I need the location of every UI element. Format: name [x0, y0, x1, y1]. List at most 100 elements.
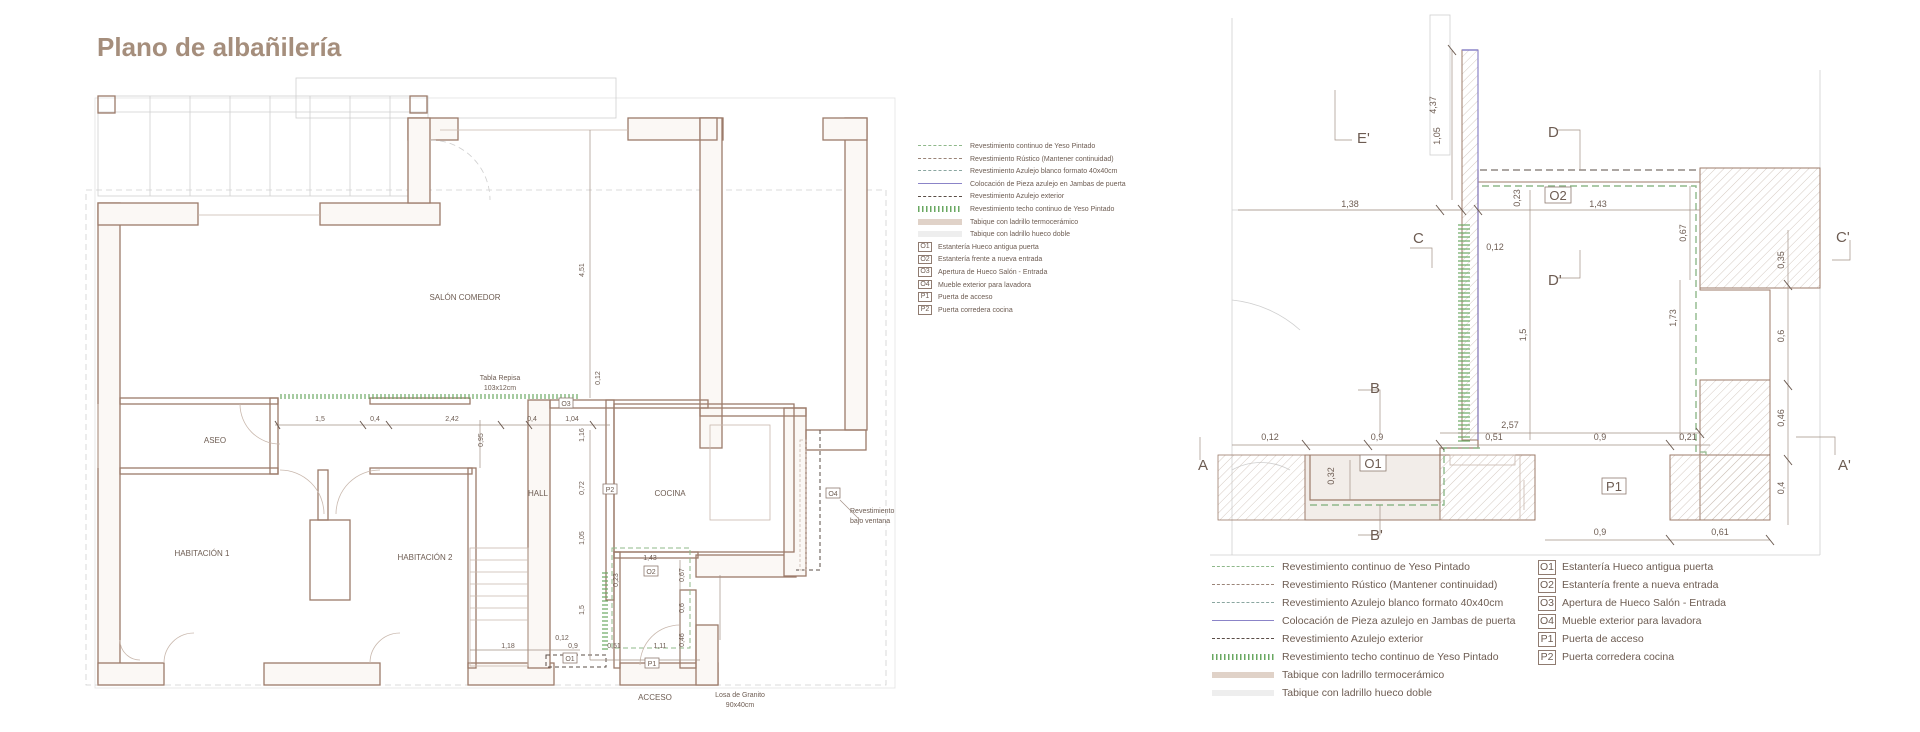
detail-dim: 0,23	[1512, 189, 1522, 207]
legend-row: Tabique con ladrillo termocerámico	[918, 217, 1158, 230]
legend-label: Revestimiento continuo de Yeso Pintado	[970, 143, 1096, 150]
dim-label: 1,5	[579, 605, 586, 615]
legend-label: Tabique con ladrillo termocerámico	[1282, 669, 1445, 681]
room-label-acceso: ACCESO	[638, 693, 672, 702]
section-label-e2: E'	[1357, 130, 1370, 147]
detail-dim: 1,5	[1518, 329, 1528, 342]
section-label-d2: D'	[1548, 272, 1562, 289]
detail-dim: 0,9	[1594, 432, 1607, 442]
detail-dim: 0,32	[1326, 467, 1336, 485]
dim-label: 0,67	[679, 568, 686, 582]
legend-label: Revestimiento Azulejo exterior	[1282, 633, 1424, 645]
legend-row: Revestimiento Azulejo blanco formato 40x…	[918, 166, 1158, 179]
svg-text:P1: P1	[648, 661, 657, 668]
legend-row: Colocación de Pieza azulejo en Jambas de…	[918, 179, 1158, 192]
legend-row: Revestimiento Azulejo exterior	[918, 191, 1158, 204]
legend-swatch	[1212, 584, 1274, 586]
detail-dim: 0,12	[1486, 242, 1504, 252]
legend-swatch	[918, 145, 962, 147]
legend-code-box: O3	[918, 267, 932, 277]
detail-tag-p1: P1	[1601, 477, 1627, 495]
detail-dim: 0,6	[1776, 330, 1786, 343]
dim-label: 0,23	[613, 573, 620, 587]
legend-swatch	[918, 157, 962, 160]
detail-plan: E' C D D' C' B B' A A' O2 O1 P1 4,37 1,0…	[1198, 14, 1851, 556]
dim-label: 0,12	[595, 371, 602, 385]
legend-code-box: P1	[1538, 631, 1556, 647]
legend-swatch	[1212, 566, 1274, 568]
detail-dim: 0,67	[1678, 224, 1688, 242]
svg-text:O2: O2	[1549, 188, 1566, 203]
detail-dim: 4,37	[1428, 96, 1438, 114]
legend-code-label: Puerta de acceso	[938, 294, 993, 302]
detail-tag-o2: O2	[1544, 186, 1572, 204]
detail-dim: 1,73	[1668, 309, 1678, 327]
legend-swatch	[918, 195, 962, 198]
dim-label: 0,6	[679, 603, 686, 613]
detail-dim: 0,12	[1261, 432, 1279, 442]
legend-row: Tabique con ladrillo hueco doble	[918, 229, 1158, 242]
detail-dim: 1,38	[1341, 199, 1359, 209]
svg-text:O1: O1	[565, 656, 574, 663]
legend-swatch	[1212, 654, 1274, 661]
dim-label: 1,16	[579, 428, 586, 442]
legend-code-label: Mueble exterior para lavadora	[1562, 615, 1702, 627]
section-label-b: B	[1370, 380, 1380, 397]
legend-code-box: O1	[1538, 559, 1556, 575]
legend-code-box: O4	[918, 279, 932, 290]
legend-row: Colocación de Pieza azulejo en Jambas de…	[1212, 612, 1542, 630]
tag-o1: O1	[562, 652, 578, 664]
tag-p1: P1	[644, 657, 660, 669]
detail-dim: 1,43	[1589, 199, 1607, 209]
dim-label: 4,51	[579, 263, 586, 277]
legend-row: Revestimiento continuo de Yeso Pintado	[1212, 558, 1542, 576]
detail-dim: 0,4	[1776, 482, 1786, 495]
legend-row: Tabique con ladrillo hueco doble	[1212, 684, 1542, 702]
dim-label: 0,4	[370, 416, 380, 423]
legend-code-label: Puerta corredera cocina	[1562, 651, 1675, 663]
legend-row: Tabique con ladrillo termocerámico	[1212, 666, 1542, 684]
dim-label: 0,72	[579, 481, 586, 495]
legend-label: Revestimiento Azulejo blanco formato 40x…	[1282, 597, 1504, 609]
detail-dim: 1,05	[1432, 127, 1442, 145]
legend-label: Tabique con ladrillo hueco doble	[970, 231, 1071, 239]
legend-row: Revestimiento continuo de Yeso Pintado	[918, 141, 1158, 154]
legend-code-label: Estantería Hueco antigua puerta	[1562, 561, 1714, 573]
detail-dim: 0,61	[1711, 527, 1729, 537]
section-label-a: A	[1198, 457, 1208, 474]
legend-swatch	[918, 218, 962, 225]
svg-text:P1: P1	[1606, 479, 1622, 494]
svg-text:P2: P2	[606, 487, 615, 494]
detail-tag-o1: O1	[1359, 454, 1387, 472]
dim-label: 1,5	[315, 416, 325, 423]
dim-label: 0,12	[555, 635, 569, 642]
legend-code-box: O2	[918, 254, 932, 265]
note-losa: Losa de Granito	[715, 692, 765, 699]
detail-dim: 0,21	[1679, 432, 1697, 442]
legend-code-box: P2	[1538, 649, 1556, 665]
section-label-d: D	[1548, 124, 1559, 141]
note-bajo-ventana: bajo ventana	[850, 518, 890, 525]
section-label-b2: B'	[1370, 527, 1383, 544]
dim-label: 0,46	[679, 633, 686, 647]
room-label-hab2: HABITACIÓN 2	[398, 553, 454, 562]
dim-label: 0,95	[478, 433, 485, 447]
dim-label: 0,4	[527, 416, 537, 423]
dim-label: 1,04	[565, 416, 579, 423]
detail-dim: 0,35	[1776, 251, 1786, 269]
legend-label: Revestimiento Azulejo exterior	[970, 193, 1065, 201]
dim-label: 1,43	[643, 555, 657, 562]
legend-label: Tabique con ladrillo termocerámico	[970, 218, 1079, 226]
svg-text:O2: O2	[646, 569, 655, 576]
note-losa-size: 90x40cm	[726, 702, 755, 709]
dim-label: 0,51	[607, 643, 621, 650]
legend-label: Revestimiento Rústico (Mantener continui…	[1282, 579, 1498, 591]
